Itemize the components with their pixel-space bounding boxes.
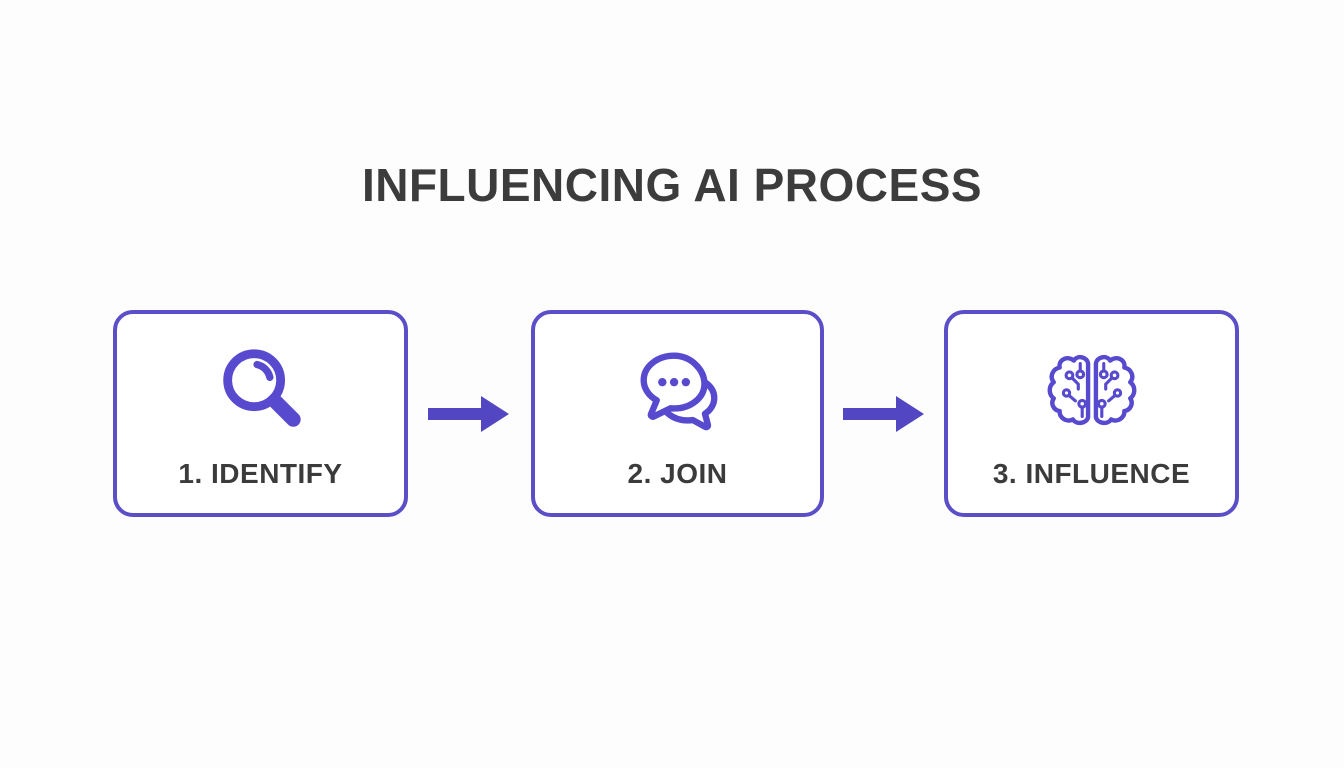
brain-circuit-icon [1047, 342, 1141, 440]
step-label-join: 2. JOIN [627, 458, 728, 489]
step-label-identify: 1. IDENTIFY [178, 458, 343, 489]
page-title: INFLUENCING AI PROCESS [361, 159, 983, 211]
step-box-join: 2. JOIN [531, 310, 824, 517]
step-label-influence: 3. INFLUENCE [992, 458, 1191, 489]
arrow-right-icon [428, 396, 509, 432]
magnifier-icon [222, 349, 301, 427]
step-box-influence: 3. INFLUENCE [944, 310, 1239, 517]
step-box-identify: 1. IDENTIFY [113, 310, 408, 517]
arrow-right-icon [843, 396, 924, 432]
chat-bubbles-icon [640, 352, 717, 431]
